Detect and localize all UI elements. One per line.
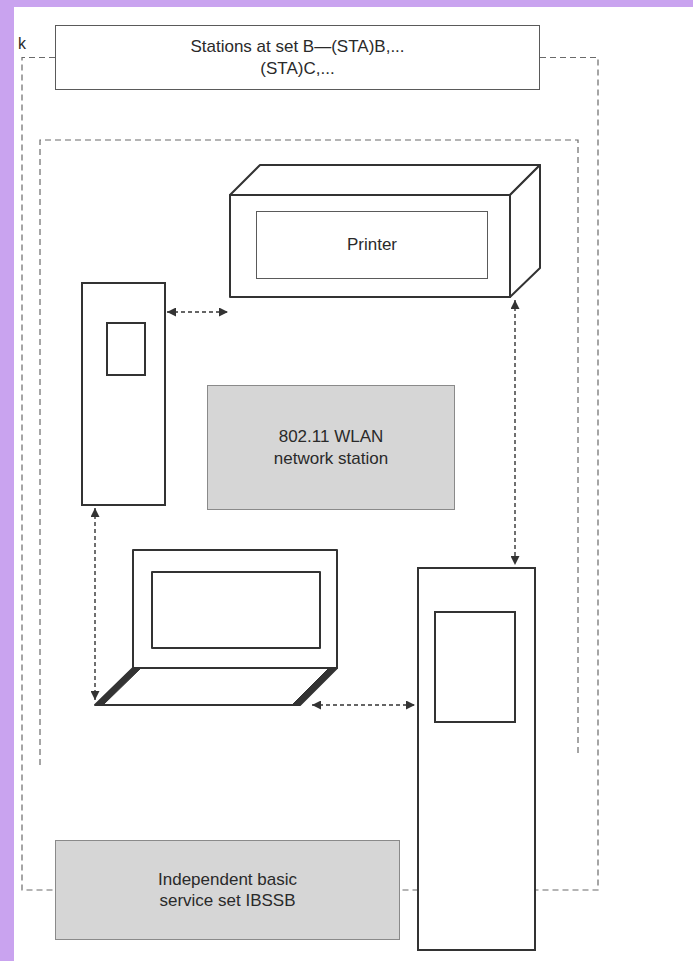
station-box: 802.11 WLAN network station — [207, 385, 455, 510]
laptop — [95, 550, 337, 705]
printer-panel: Printer — [256, 211, 488, 279]
node-text: Printer — [347, 234, 397, 255]
node-text: 802.11 WLAN network station — [269, 426, 394, 469]
cut-off-label: k — [18, 35, 26, 53]
pda-device — [82, 283, 165, 505]
handheld-device — [418, 568, 535, 950]
node-text: Stations at set B—(STA)B,... (STA)C,... — [180, 36, 415, 79]
node-text: Independent basic service set IBSSB — [139, 869, 317, 912]
ibss-box: Independent basic service set IBSSB — [55, 840, 400, 940]
side-strip — [0, 0, 14, 961]
dashed-region — [40, 140, 578, 765]
top-strip — [0, 0, 693, 7]
printer-body — [230, 165, 540, 297]
dashed-boundary-line — [22, 58, 55, 891]
wireless-link — [95, 300, 515, 705]
station-set-box: Stations at set B—(STA)B,... (STA)C,... — [55, 25, 540, 90]
